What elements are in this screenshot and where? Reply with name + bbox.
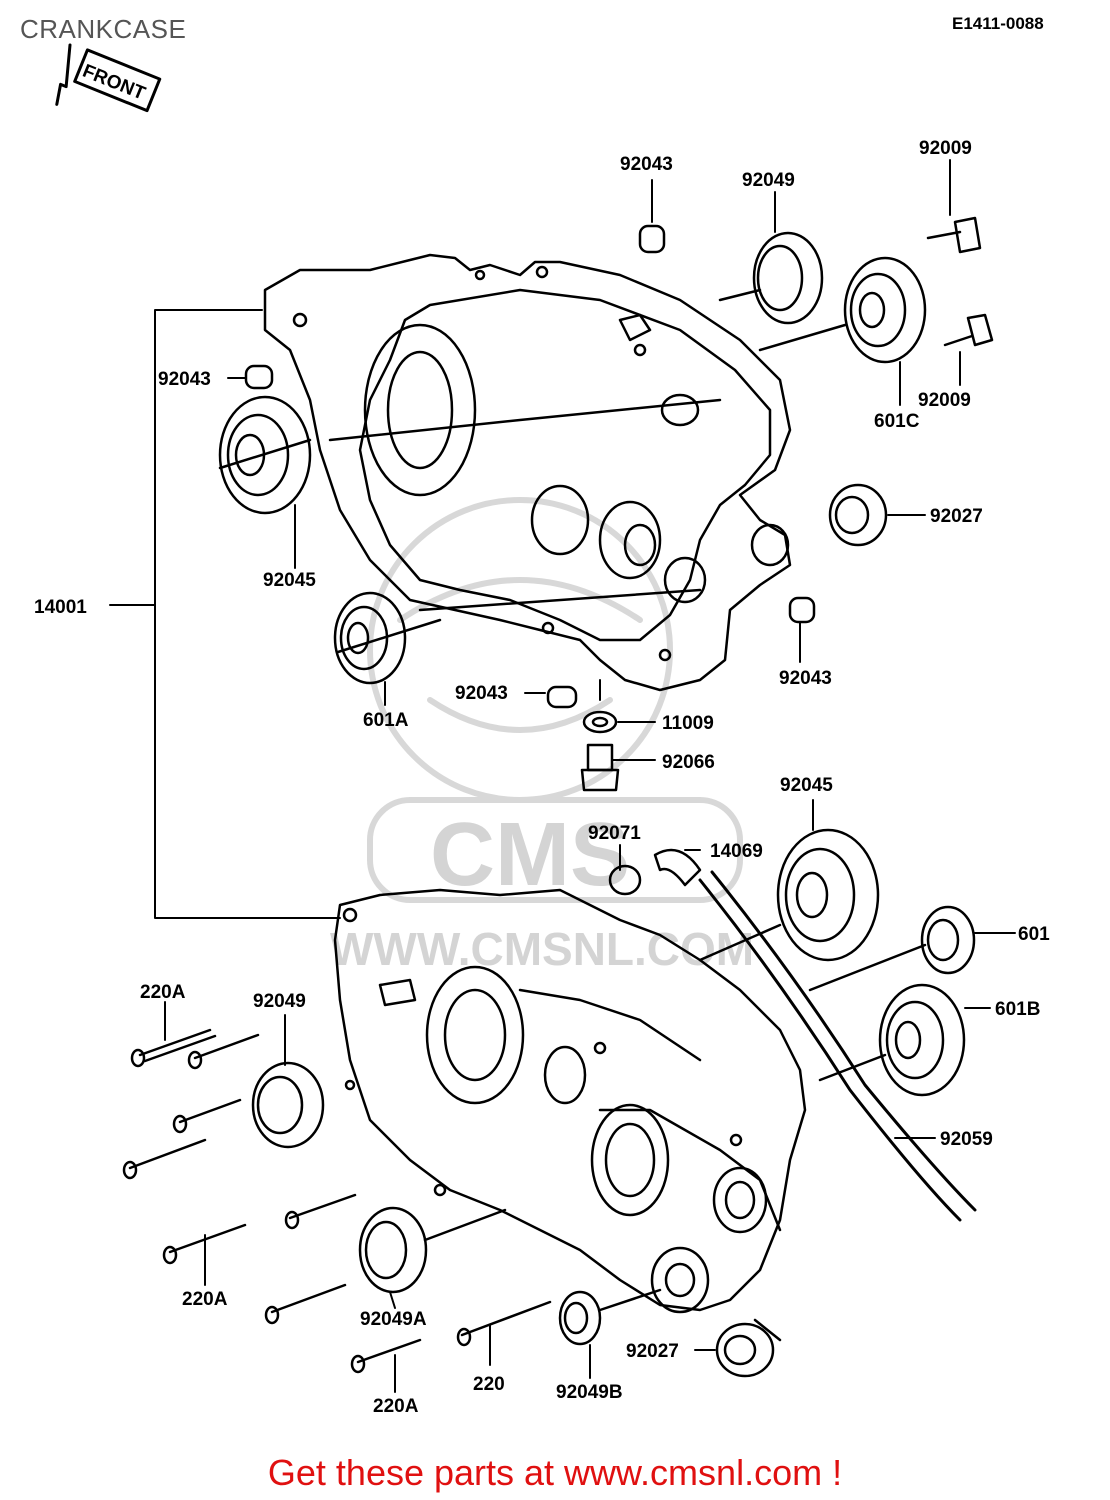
part-labels: 92043 92049 92009 92043 92009 601C 92027… [34,138,1050,1417]
watermark: CMS WWW.CMSNL.COM [330,497,754,975]
washer-icon [582,710,618,734]
watermark-logo: CMS [430,805,630,905]
diagram-title: CRANKCASE [20,14,187,44]
part-label: 601 [1018,924,1050,945]
leader-lines [164,159,1016,1393]
part-label: 92059 [940,1129,993,1150]
bearing-icon [808,905,976,992]
seal-icon [558,1288,662,1346]
part-label: 11009 [662,713,714,734]
part-label: 220 [473,1374,505,1395]
part-label: 92049 [742,170,795,191]
part-label: 220A [182,1289,228,1310]
part-label: 92071 [588,823,641,844]
bolt-icon [284,1193,357,1230]
drain-plug-icon [580,743,620,792]
bolt-icon [187,1033,260,1070]
bolt-icon [350,1338,422,1374]
part-label: 92043 [158,369,211,390]
part-label: 92045 [780,775,833,796]
part-label: 601A [363,710,409,731]
bearing-icon [758,256,927,364]
bolt-icon [162,1223,247,1265]
seal-icon [718,231,824,325]
diagram-code: E1411-0088 [952,14,1044,33]
bearing-icon [218,395,312,515]
leader-line [154,309,341,919]
part-label: 92043 [620,154,673,175]
dowel-pin-icon [546,685,578,709]
part-label: 92009 [918,390,971,411]
lower-crankcase [333,888,807,1314]
screw-icon [943,313,994,347]
part-label: 601C [874,411,920,432]
part-label: 92066 [662,752,715,773]
seal-icon [251,1061,325,1149]
watermark-url: WWW.CMSNL.COM [330,923,754,975]
dowel-pin-icon [788,596,816,624]
bolt-icon [456,1300,552,1347]
bolt-icon [172,1098,242,1134]
bearing-icon [333,591,442,685]
upper-crankcase [263,253,792,692]
part-label: 92043 [455,683,508,704]
part-label: 92009 [919,138,972,159]
bolt-icon [130,1028,217,1068]
breather-hose-icon [608,848,977,1222]
seal-icon [358,1206,507,1294]
dowel-pin-icon [638,224,666,254]
part-label: 92027 [930,506,983,527]
dowel-pin-icon [244,364,274,390]
footer-link[interactable]: Get these parts at www.cmsnl.com ! [267,1452,843,1493]
part-label: 92043 [779,668,832,689]
part-label: 220A [140,982,186,1003]
part-label: 601B [995,999,1040,1020]
seal-icon [715,1318,782,1378]
part-label: 92049 [253,991,306,1012]
part-label: 220A [373,1396,419,1417]
front-arrow-icon: FRONT [55,43,162,113]
part-label: 92027 [626,1341,679,1362]
screw-icon [926,216,982,254]
part-label: 14069 [710,841,763,862]
part-label: 92045 [263,570,316,591]
part-label: 92049B [556,1382,623,1403]
part-label: 14001 [34,597,87,618]
part-label: 92049A [360,1309,427,1330]
bolt-icon [264,1283,347,1325]
seal-icon [828,483,888,547]
bearing-icon [698,828,880,962]
bolt-icon [122,1138,207,1180]
